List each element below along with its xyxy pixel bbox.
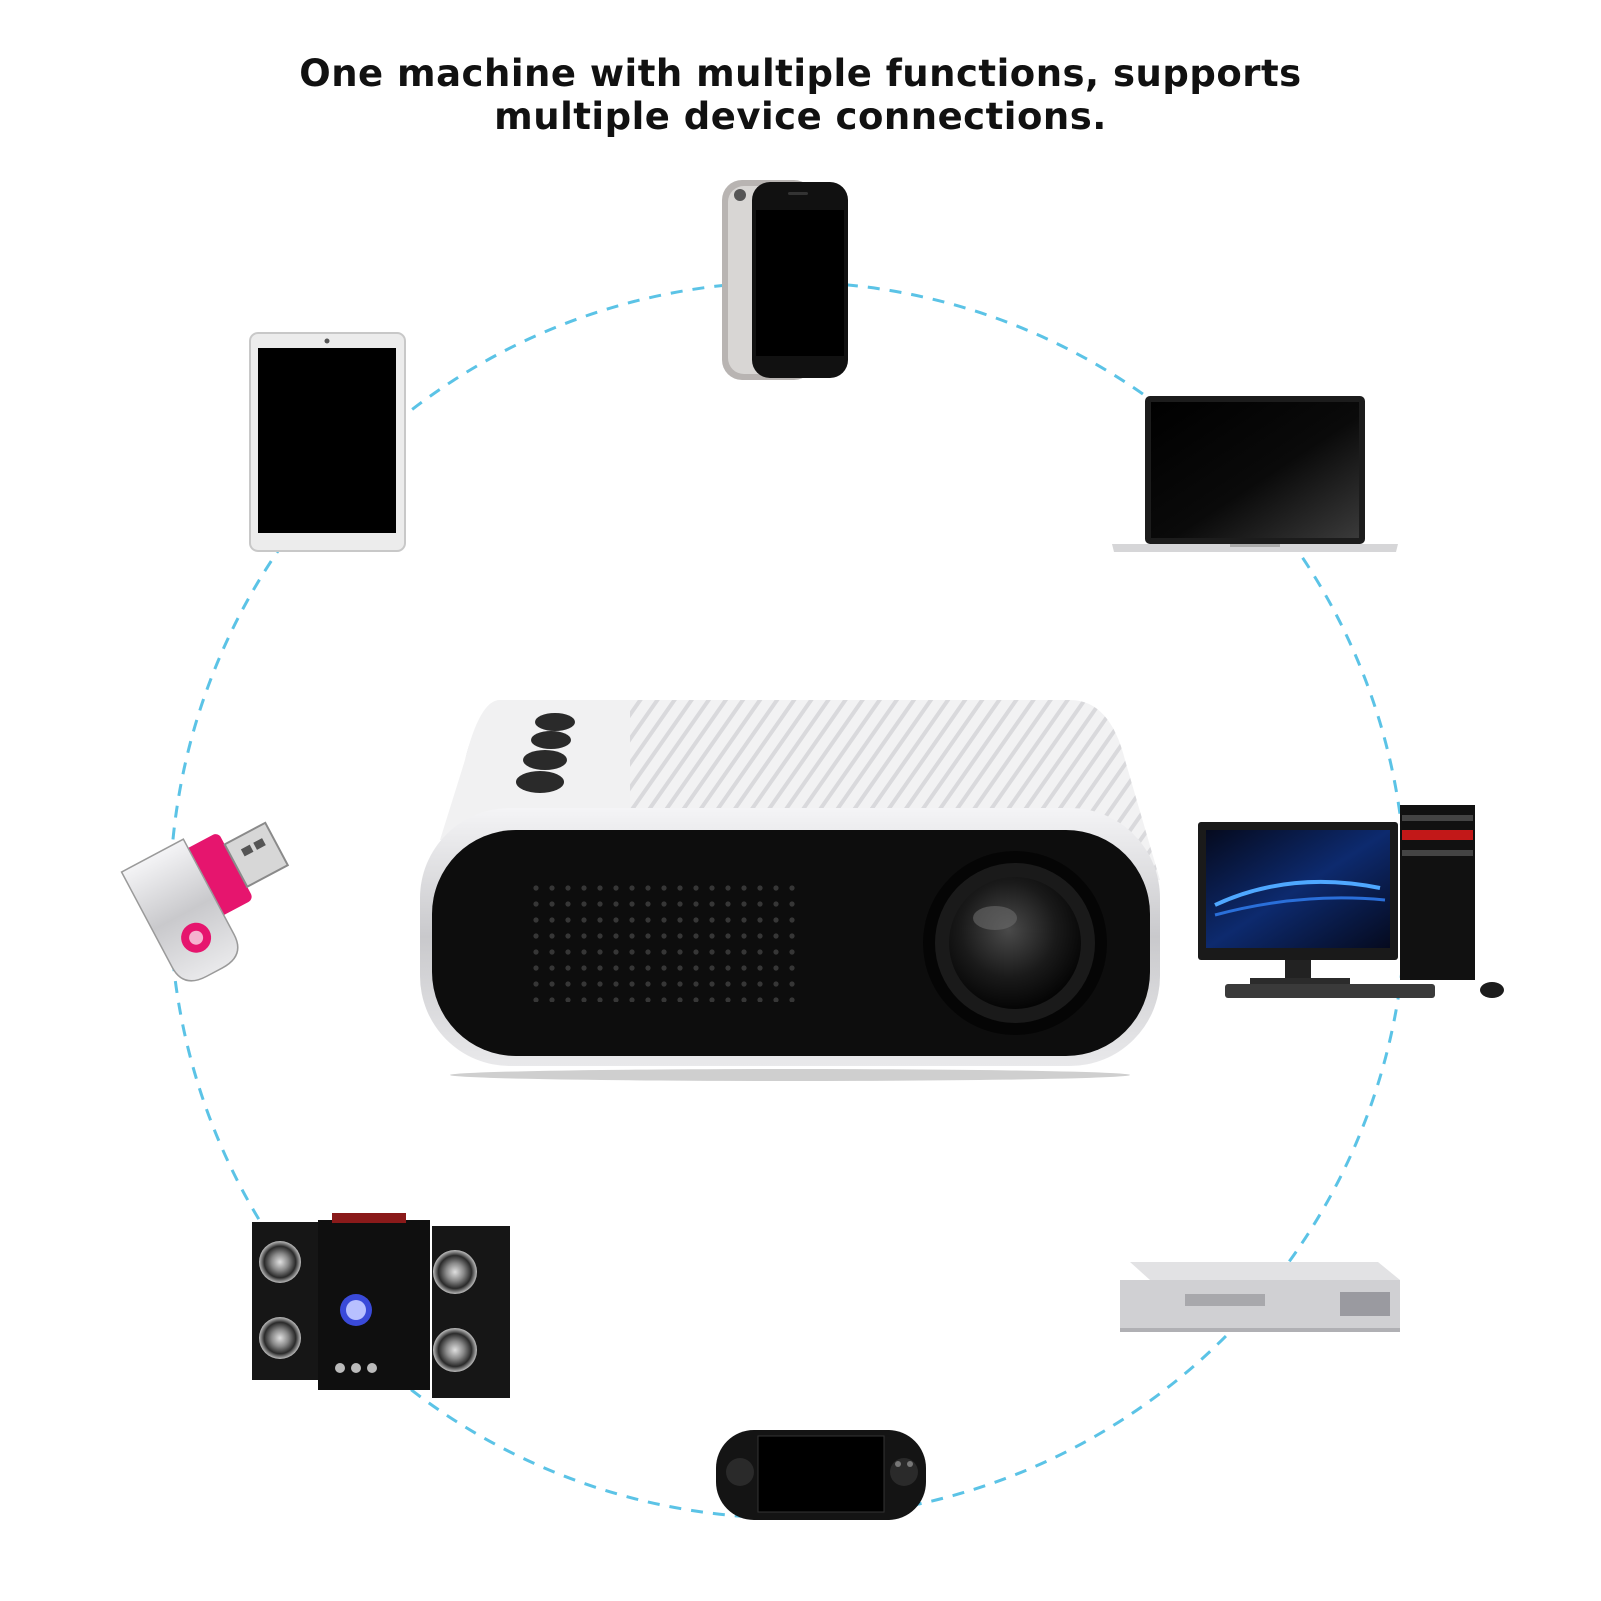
speaker-system-icon <box>252 1213 510 1398</box>
desktop-computer-icon <box>1198 805 1504 998</box>
smartphone-icon <box>722 180 848 380</box>
laptop-icon <box>1112 396 1398 552</box>
heading-line-1: One machine with multiple functions, sup… <box>299 52 1302 95</box>
heading-line-2: multiple device connections. <box>494 95 1107 138</box>
mini-projector-icon <box>420 700 1160 1081</box>
dvd-player-icon <box>1120 1262 1400 1332</box>
page-heading: One machine with multiple functions, sup… <box>0 52 1601 138</box>
handheld-game-console-icon <box>716 1430 926 1520</box>
usb-drive-icon <box>120 821 290 982</box>
tablet-icon <box>249 332 406 552</box>
projector-lens <box>923 851 1107 1035</box>
control-buttons <box>516 713 575 793</box>
